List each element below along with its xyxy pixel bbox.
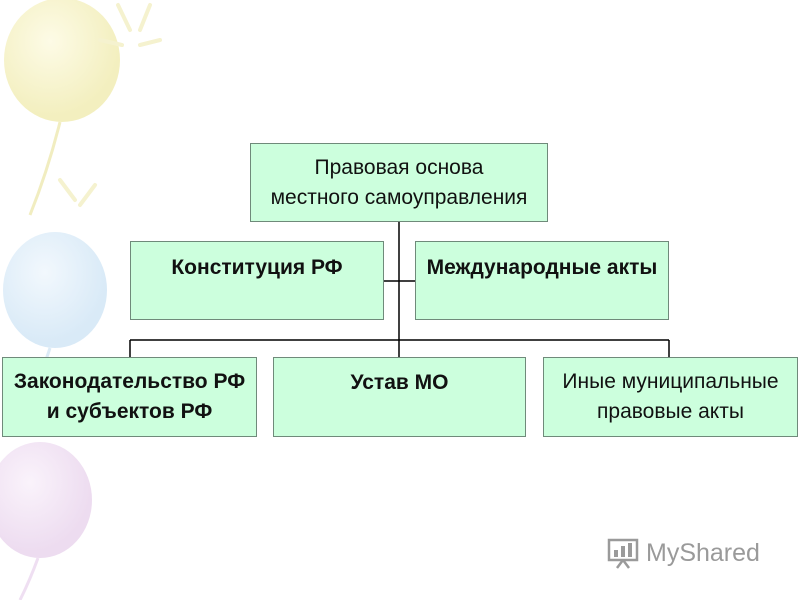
node-legal-basis-line-1: Правовая основа [314,155,484,179]
node-charter: Устав МО [273,357,526,437]
purple-balloon-icon [0,442,92,600]
node-international-acts-label: Международные акты [426,256,658,279]
myshared-text: MyShared [646,538,760,567]
node-legal-basis-line-2: местного самоуправления [270,185,528,209]
node-charter-label: Устав МО [350,371,449,394]
node-legislation-line-1: Законодательство РФ [13,370,246,393]
node-other-acts-line-1: Иные муниципальные [562,370,779,393]
node-constitution: Конституция РФ [130,241,384,320]
yellow-balloon-icon [4,0,120,216]
node-legislation: Законодательство РФ и субъектов РФ [2,357,257,437]
node-other-acts: Иные муниципальные правовые акты [543,357,798,437]
node-legislation-line-2: и субъектов РФ [46,400,213,423]
myshared-logo-icon [607,538,639,569]
node-international-acts: Международные акты [415,241,669,320]
node-constitution-label: Конституция РФ [171,256,343,279]
node-other-acts-line-2: правовые акты [597,400,744,423]
node-legal-basis: Правовая основа местного самоуправления [250,143,548,222]
star-burst-icon [58,3,162,207]
myshared-watermark: MyShared [606,536,760,570]
